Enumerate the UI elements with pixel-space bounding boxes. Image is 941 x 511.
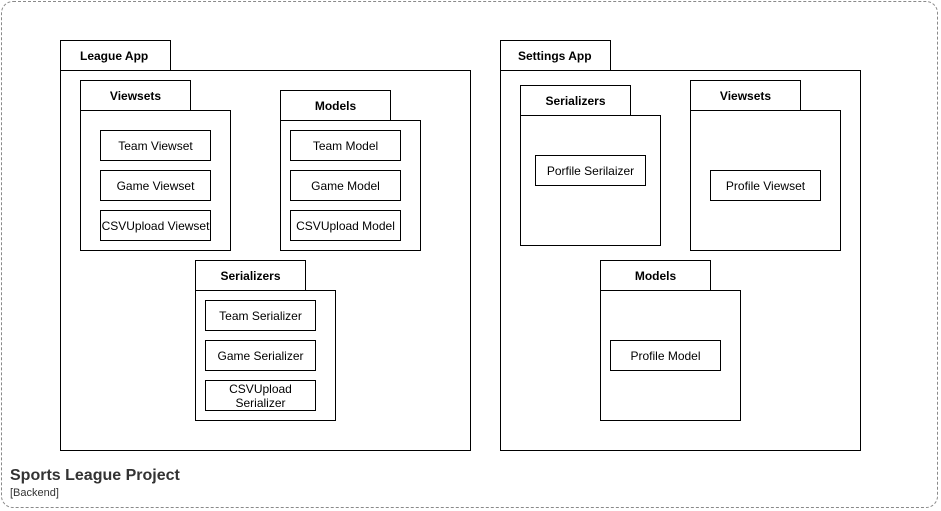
game-serializer: Game Serializer <box>205 340 316 371</box>
team-viewset: Team Viewset <box>100 130 211 161</box>
project-title: Sports League Project <box>10 467 180 484</box>
league-serializers-tab: Serializers <box>195 260 306 291</box>
porfile-serilaizer: Porfile Serilaizer <box>535 155 646 186</box>
csvupload-serializer: CSVUpload Serializer <box>205 380 316 411</box>
league-models-tab: Models <box>280 90 391 121</box>
team-serializer: Team Serializer <box>205 300 316 331</box>
project-subtitle: [Backend] <box>10 487 59 499</box>
csvupload-viewset: CSVUpload Viewset <box>100 210 211 241</box>
team-model: Team Model <box>290 130 401 161</box>
settings-serializers-tab: Serializers <box>520 85 631 116</box>
game-viewset: Game Viewset <box>100 170 211 201</box>
profile-model: Profile Model <box>610 340 721 371</box>
settings-app-tab: Settings App <box>500 40 611 71</box>
settings-models-tab: Models <box>600 260 711 291</box>
settings-viewsets-tab: Viewsets <box>690 80 801 111</box>
csvupload-model: CSVUpload Model <box>290 210 401 241</box>
profile-viewset: Profile Viewset <box>710 170 821 201</box>
league-app-tab: League App <box>60 40 171 71</box>
league-viewsets-tab: Viewsets <box>80 80 191 111</box>
game-model: Game Model <box>290 170 401 201</box>
